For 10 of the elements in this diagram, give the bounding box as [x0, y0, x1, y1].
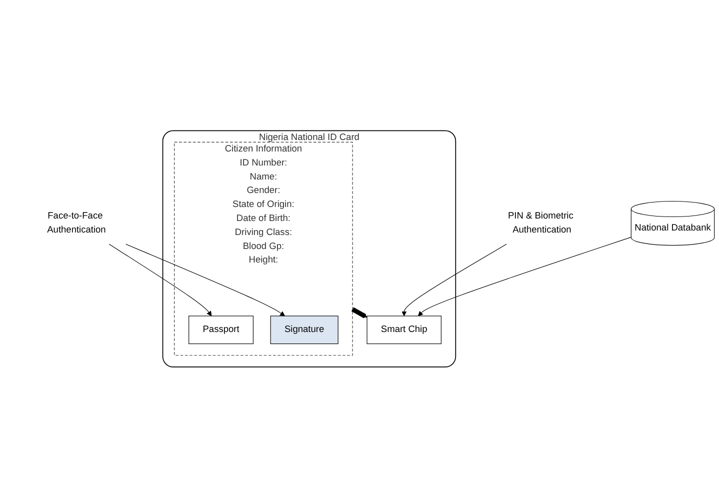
node-box: Smart Chip: [366, 316, 442, 344]
node-text: Face-to-Face Authentication: [47, 211, 106, 236]
node-box: Passport: [188, 316, 254, 344]
node-box: Signature: [270, 316, 338, 344]
arrow: [402, 244, 507, 316]
arrow: [418, 237, 632, 316]
arrow: [108, 244, 212, 316]
arrow: [351, 307, 368, 318]
arrow: [126, 244, 285, 316]
node-text: PIN & Biometric Authentication: [508, 211, 574, 236]
